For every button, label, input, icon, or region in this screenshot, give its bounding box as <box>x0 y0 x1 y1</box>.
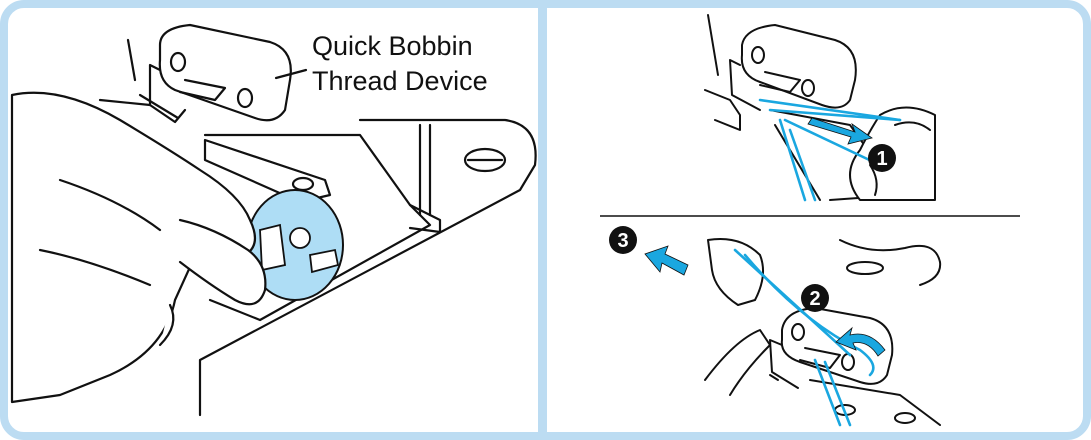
svg-text:3: 3 <box>617 230 628 252</box>
callout-line-1: Quick Bobbin <box>312 31 473 61</box>
callout-line-2: Thread Device <box>312 66 488 96</box>
arrow-step-1 <box>807 117 873 145</box>
bobbin <box>246 189 344 301</box>
badge-step-3: 3 <box>609 226 637 254</box>
thread-top <box>758 98 902 202</box>
badge-step-1: 1 <box>868 144 896 172</box>
badge-step-2: 2 <box>801 284 829 312</box>
left-panel <box>98 23 537 417</box>
right-bottom-panel <box>704 238 942 426</box>
arrow-step-2 <box>835 326 886 357</box>
svg-text:2: 2 <box>809 288 820 310</box>
hand-left <box>10 91 267 404</box>
arrow-step-3 <box>644 245 689 276</box>
svg-text:1: 1 <box>876 148 887 170</box>
panel-divider <box>538 4 547 436</box>
